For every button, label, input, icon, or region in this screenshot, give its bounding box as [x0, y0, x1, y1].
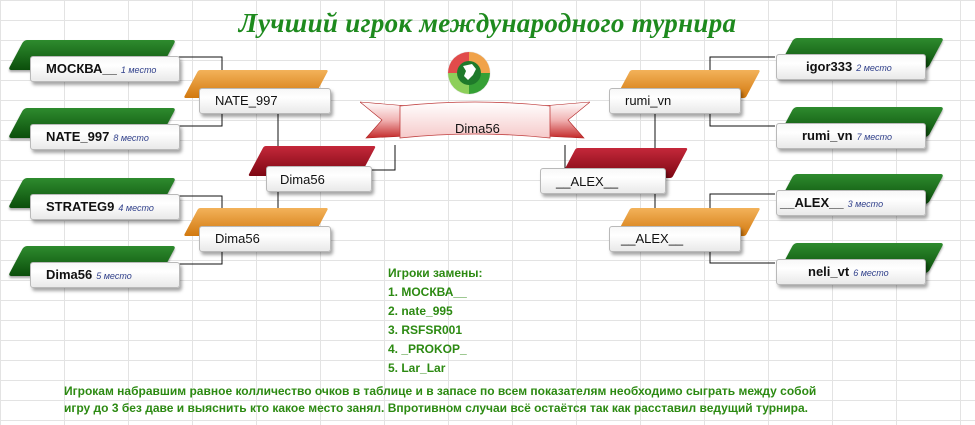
match-card — [199, 226, 331, 252]
player-name: МОСКВА__ — [46, 61, 117, 76]
player-card — [30, 194, 180, 220]
player-name: rumi_vn — [802, 128, 853, 143]
player-name: NATE_997 — [46, 129, 110, 144]
substitute-item: 2. nate_995 — [388, 304, 453, 318]
player-slot-left-1: МОСКВА__1 место — [8, 40, 183, 82]
substitute-item: 3. RSFSR001 — [388, 323, 463, 337]
player-name: STRATEG9 — [46, 199, 115, 214]
player-place: 1 место — [120, 65, 157, 75]
player-place: 8 место — [113, 133, 149, 143]
match-card — [266, 166, 372, 192]
player-slot-right-3: __ALEX__3 место — [768, 174, 953, 218]
final-ribbon — [360, 101, 590, 139]
match-card — [609, 88, 741, 114]
round2-slot-left-1: NATE_997 — [183, 70, 335, 116]
match-card — [199, 88, 331, 114]
player-place: 6 место — [853, 268, 889, 278]
player-card — [30, 262, 180, 288]
round2-slot-right-2: __ALEX__ — [605, 208, 761, 254]
player-place: 7 место — [856, 132, 893, 142]
match-winner-name: NATE_997 — [215, 93, 278, 108]
player-place: 4 место — [118, 203, 154, 213]
match-card — [609, 226, 741, 252]
semifinal-slot-left: Dima56 — [248, 146, 380, 196]
player-card — [776, 190, 926, 216]
player-name: __ALEX__ — [780, 195, 844, 210]
player-card — [30, 124, 180, 150]
round2-slot-right-1: rumi_vn — [605, 70, 761, 116]
player-card — [776, 54, 926, 80]
substitute-item: 5. Lar_Lar — [388, 361, 446, 375]
rules-note-line: Игрокам набравшим равное колличество очк… — [64, 384, 817, 398]
substitute-item: 1. МОСКВА__ — [388, 285, 467, 299]
semifinal-winner-name: Dima56 — [280, 172, 325, 187]
player-name: igor333 — [806, 59, 853, 74]
player-card — [776, 123, 926, 149]
player-name: Dima56 — [46, 267, 93, 282]
round2-slot-left-2: Dima56 — [183, 208, 335, 254]
match-winner-name: __ALEX__ — [621, 231, 684, 246]
player-place: 3 место — [847, 199, 884, 209]
player-card — [776, 259, 926, 285]
match-winner-name: rumi_vn — [625, 93, 672, 108]
rules-note: Игрокам набравшим равное колличество очк… — [64, 383, 944, 417]
substitutes-title: Игроки замены: — [388, 266, 483, 280]
match-card — [540, 168, 666, 194]
substitute-item: 4. _PROKOP_ — [388, 342, 467, 356]
match-winner-name: Dima56 — [215, 231, 260, 246]
rules-note-line: игру до 3 без даве и выяснить кто какое … — [64, 401, 809, 415]
player-card — [30, 56, 180, 82]
player-place: 5 место — [96, 271, 132, 281]
player-place: 2 место — [856, 63, 892, 73]
player-name: neli_vt — [808, 264, 850, 279]
semifinal-winner-name: __ALEX__ — [556, 174, 619, 189]
champion-name: Dima56 — [455, 121, 500, 136]
page-title: Лучший игрок международного турнира — [238, 8, 737, 38]
globe-icon — [447, 51, 491, 95]
substitutes-list: Игроки замены: 1. МОСКВА__ 2. nate_995 3… — [388, 264, 483, 378]
semifinal-slot-right: __ALEX__ — [538, 148, 688, 198]
